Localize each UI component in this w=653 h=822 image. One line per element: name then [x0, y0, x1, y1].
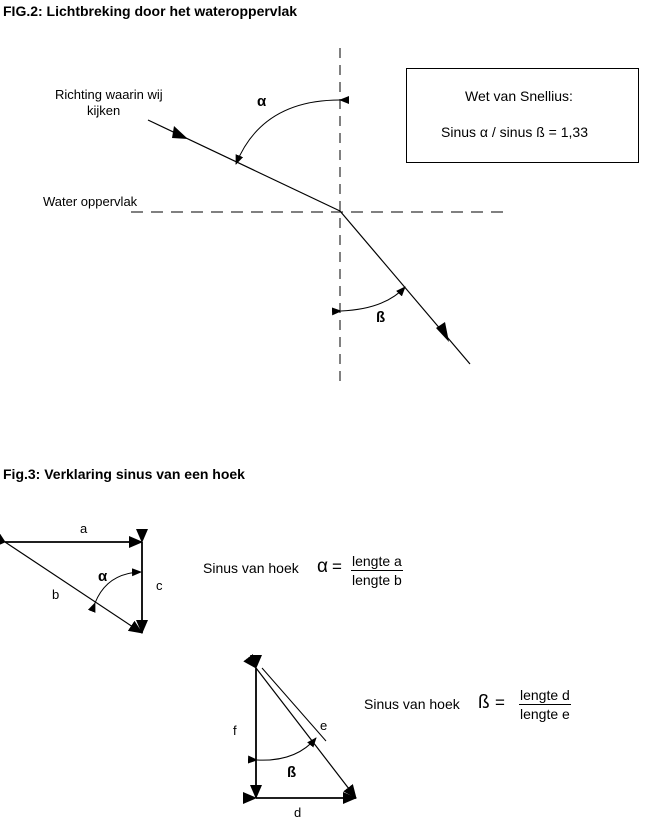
- snellius-formula: Sinus α / sinus ß = 1,33: [441, 124, 588, 140]
- formula1-prefix: Sinus van hoek: [203, 560, 299, 576]
- alpha-angle-arc: [235, 95, 350, 165]
- triangle2-beta-arc: [247, 737, 317, 764]
- beta-angle-arc: [331, 286, 406, 316]
- formula1-equals: =: [332, 557, 342, 576]
- beta-label: ß: [376, 309, 386, 326]
- incident-ray-arrowhead: [172, 126, 188, 139]
- triangle1-side-b: [0, 529, 143, 634]
- triangle2-label-e: e: [320, 718, 328, 733]
- view-direction-label-line2: kijken: [87, 103, 121, 118]
- formula1-fraction: lengte a lengte b: [351, 553, 403, 588]
- fig3-title: Fig.3: Verklaring sinus van een hoek: [3, 466, 245, 482]
- triangle2-side-e-double: [261, 667, 327, 742]
- triangle2-label-f: f: [233, 723, 237, 738]
- triangle1-alpha-arc: [87, 568, 142, 613]
- formula2-numerator: lengte d: [519, 687, 571, 705]
- triangle1-label-c: c: [156, 578, 163, 593]
- snellius-title: Wet van Snellius:: [465, 88, 573, 104]
- formula1-symbol: α: [317, 556, 328, 577]
- formula2-equals: =: [495, 693, 505, 712]
- view-direction-label-line1: Richting waarin wij: [55, 87, 163, 102]
- triangle1-label-b: b: [52, 587, 60, 602]
- formula2-symbol: ß: [478, 692, 490, 713]
- triangle2-label-d: d: [294, 805, 302, 820]
- triangle1-label-a: a: [80, 521, 88, 536]
- formula2-fraction: lengte d lengte e: [519, 687, 571, 722]
- formula2-prefix: Sinus van hoek: [364, 696, 460, 712]
- formula1-numerator: lengte a: [351, 553, 403, 571]
- alpha-label: α: [257, 93, 267, 110]
- water-surface-label: Water oppervlak: [43, 194, 138, 209]
- snellius-box: [406, 68, 639, 163]
- triangle2-label-beta: ß: [287, 764, 297, 781]
- fig2-title: FIG.2: Lichtbreking door het wateropperv…: [3, 3, 298, 19]
- refracted-ray-arrowhead: [436, 322, 449, 342]
- triangle1-label-alpha: α: [98, 568, 108, 585]
- formula2-denominator: lengte e: [520, 706, 570, 722]
- formula1-denominator: lengte b: [352, 572, 402, 588]
- triangle2-side-e: [243, 654, 357, 799]
